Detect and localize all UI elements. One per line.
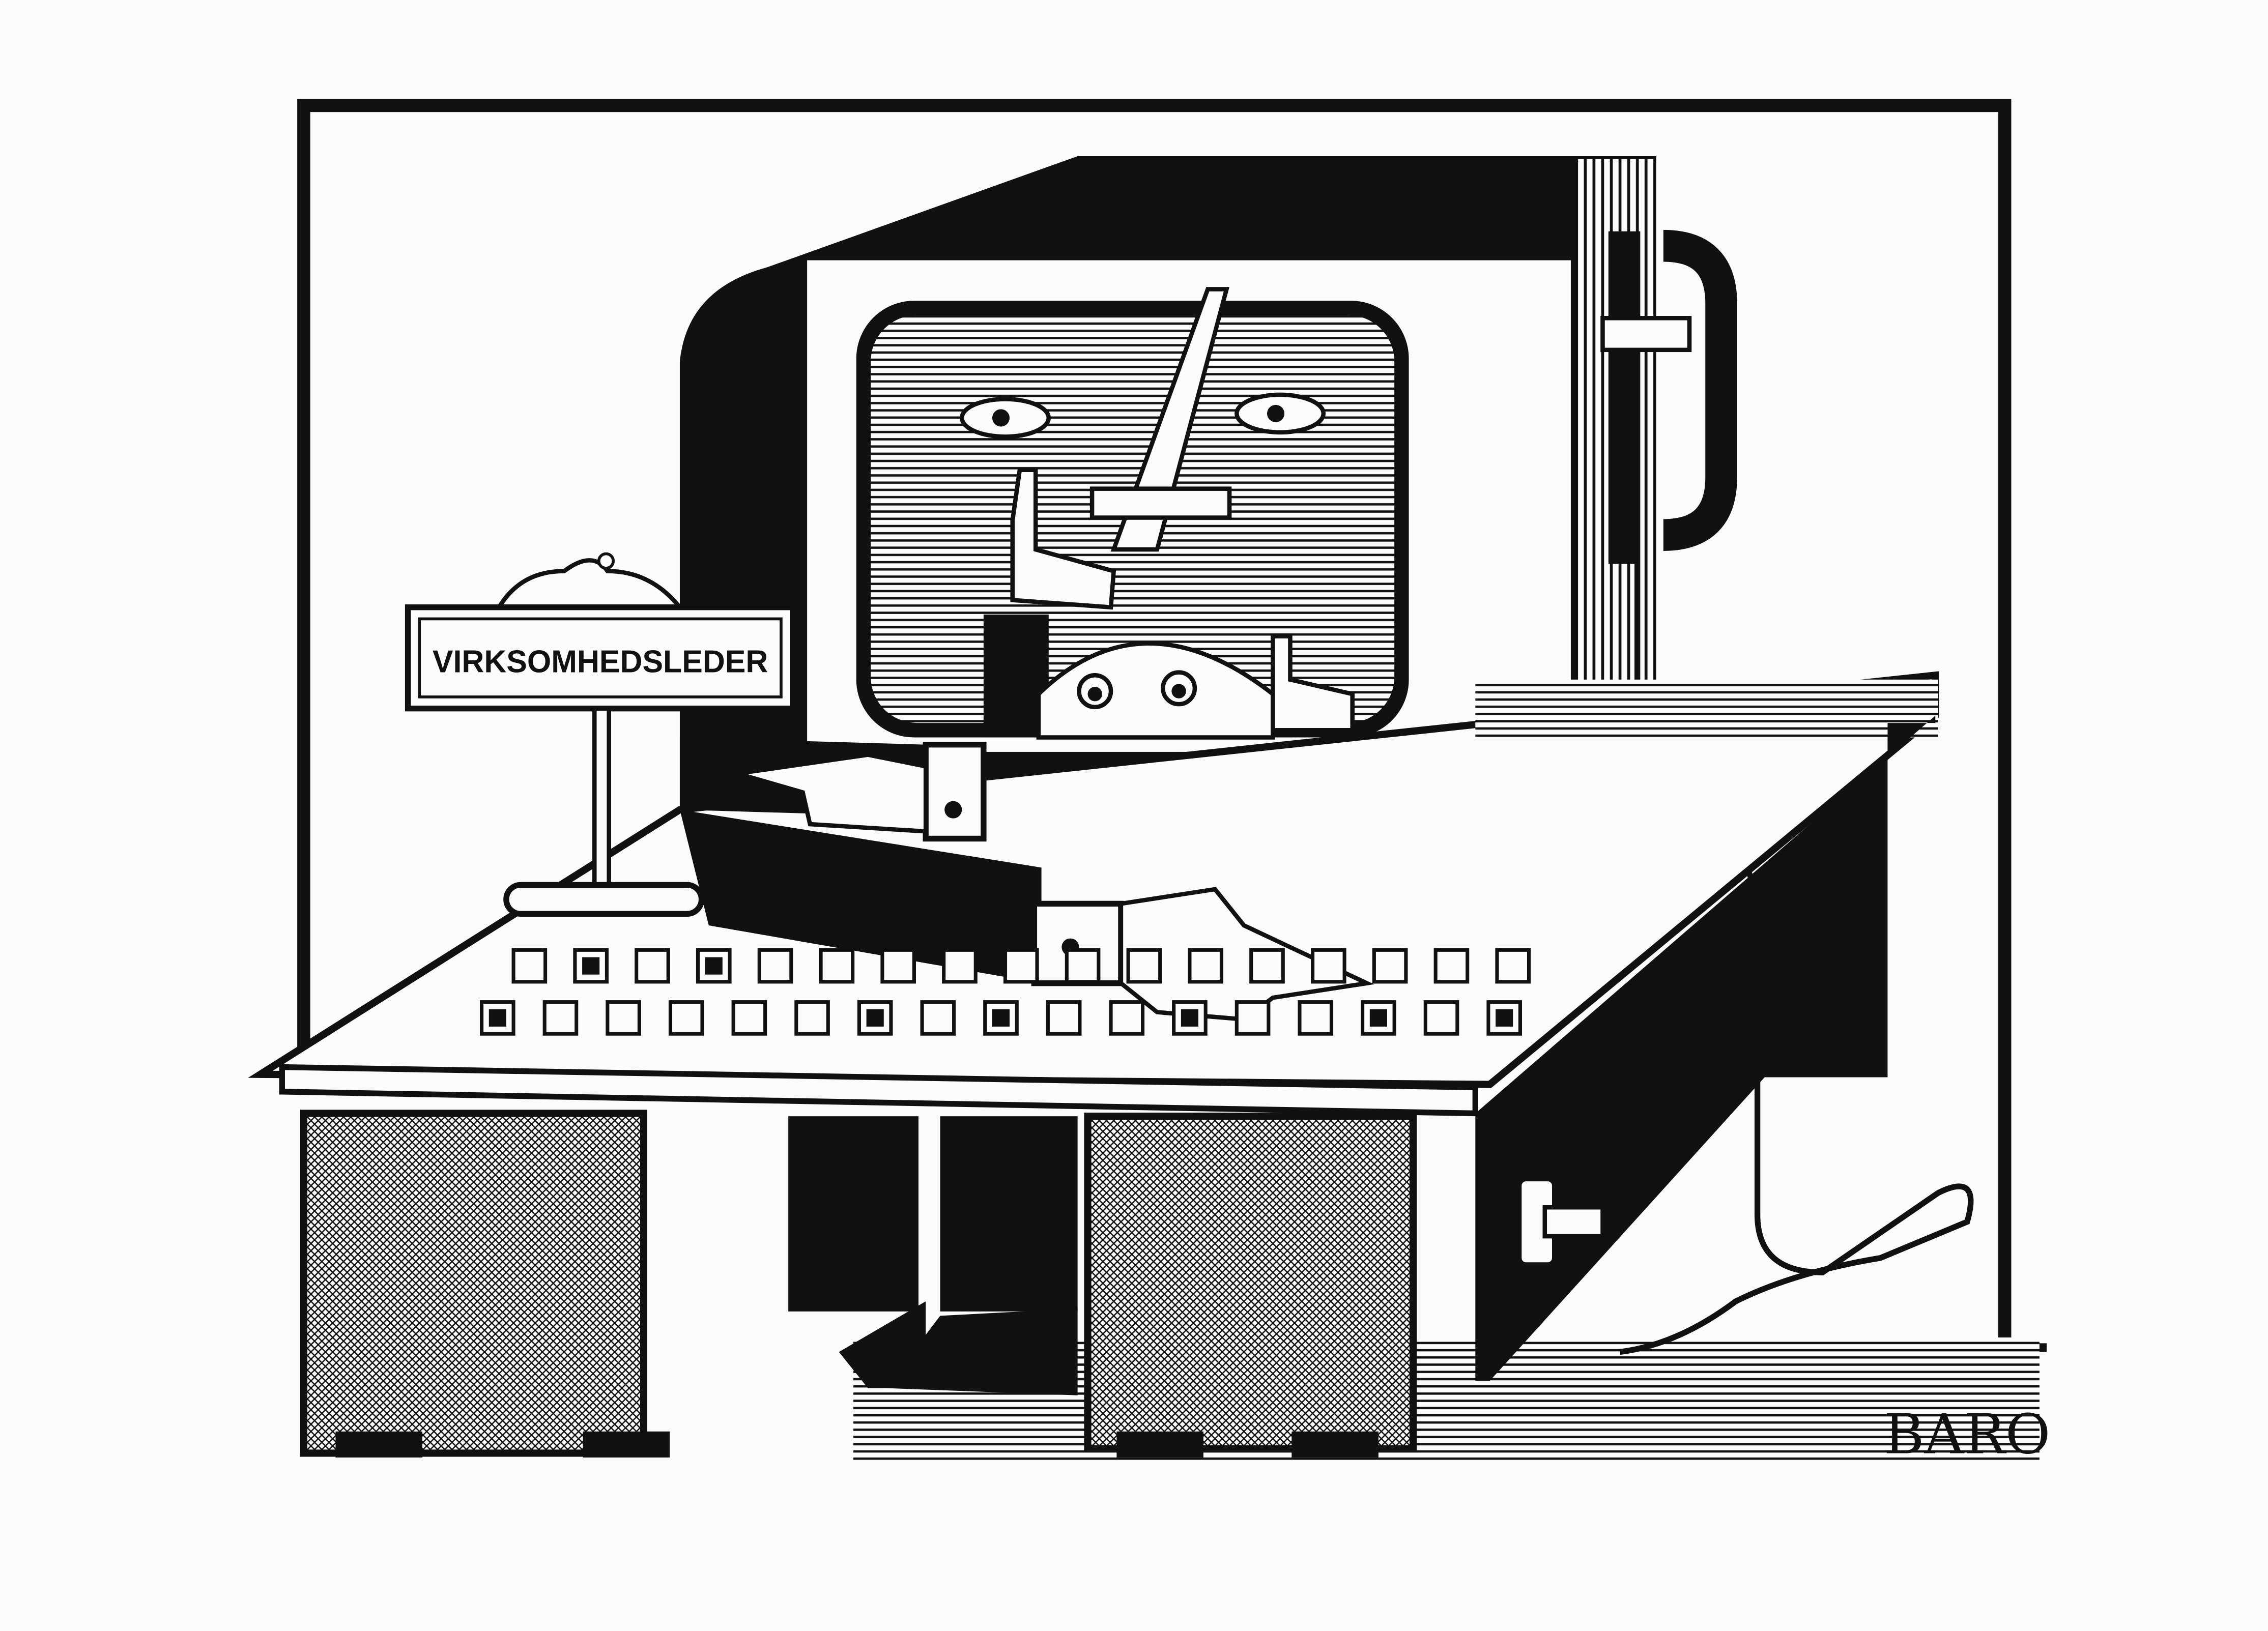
monitor (679, 156, 1656, 825)
screen-face (959, 287, 1355, 740)
keyboard-key (511, 948, 548, 984)
keyboard-key-filled (1369, 1009, 1387, 1027)
keyboard-key (942, 948, 978, 984)
keyboard-key-filled (866, 1009, 884, 1027)
keyboard-key (880, 948, 916, 984)
keyboard-key-filled (705, 957, 723, 975)
keyboard-key-filled (582, 957, 600, 975)
keyboard-key (1046, 1000, 1082, 1036)
keyboard-key (542, 1000, 579, 1036)
keyboard-key (1065, 948, 1101, 984)
keyboard-key (1109, 1000, 1145, 1036)
artist-signature: BARO (1884, 1403, 2050, 1466)
keyboard-key-filled (1181, 1009, 1198, 1027)
telephone-handset (1600, 229, 1737, 564)
wall-socket (1515, 1175, 1605, 1268)
keyboard-key (606, 1000, 641, 1036)
sign-label: VIRKSOMHEDSLEDER (433, 644, 768, 680)
keyboard-key (1423, 1000, 1459, 1036)
keyboard-key (1235, 1000, 1271, 1036)
name-sign: VIRKSOMHEDSLEDER (405, 552, 796, 917)
keyboard-key (1003, 948, 1039, 984)
keyboard-key (1372, 948, 1408, 984)
keyboard-key (794, 1000, 830, 1036)
keyboard-key-filled (1496, 1009, 1513, 1027)
keyboard-key (1249, 948, 1285, 984)
keyboard-key-filled (489, 1009, 506, 1027)
keyboard-key (1298, 1000, 1334, 1036)
keyboard-key (668, 1000, 704, 1036)
keyboard-key (1310, 948, 1346, 984)
keyboard-key (1188, 948, 1224, 984)
keyboard-key (757, 948, 793, 984)
keyboard (479, 948, 1531, 1036)
keyboard-key (1495, 948, 1531, 984)
keyboard-key (1433, 948, 1470, 984)
keyboard-key (635, 948, 670, 984)
arms (679, 737, 1374, 1022)
keyboard-key (731, 1000, 767, 1036)
keyboard-key (819, 948, 855, 984)
keyboard-key (1126, 948, 1162, 984)
keyboard-key (920, 1000, 956, 1036)
keyboard-key-filled (992, 1009, 1010, 1027)
